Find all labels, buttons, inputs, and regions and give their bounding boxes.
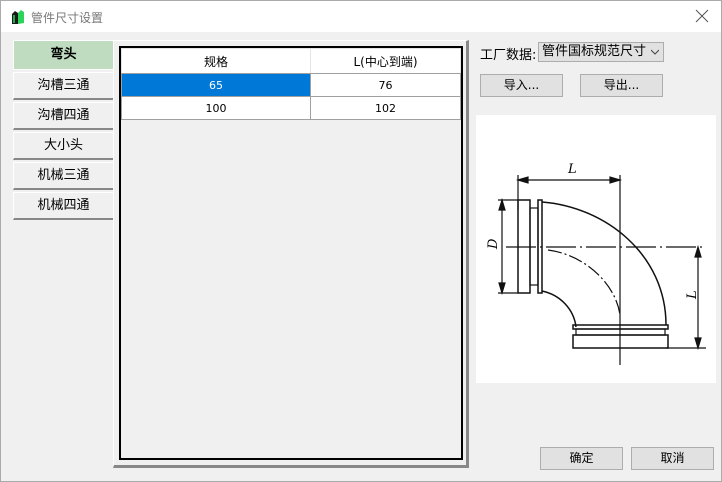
size-grid[interactable]: 规格 L(中心到端) 65 76 100 102 xyxy=(119,46,463,460)
elbow-diagram: L D L xyxy=(476,115,716,383)
factory-data-value: 管件国标规范尺寸 xyxy=(542,44,647,59)
ok-button[interactable]: 确定 xyxy=(540,447,623,470)
table-row[interactable]: 65 76 xyxy=(121,73,461,97)
tab-mechanical-cross[interactable]: 机械四通 xyxy=(13,192,113,220)
title-bar: 管件尺寸设置 xyxy=(1,1,721,32)
chevron-down-icon xyxy=(651,49,659,55)
app-icon xyxy=(12,10,24,24)
cell-length[interactable]: 76 xyxy=(310,73,461,97)
elbow-drawing: L D L xyxy=(486,162,706,365)
tab-mechanical-tee[interactable]: 机械三通 xyxy=(13,162,113,190)
tab-grooved-tee[interactable]: 沟槽三通 xyxy=(13,72,113,100)
tab-grooved-cross[interactable]: 沟槽四通 xyxy=(13,102,113,130)
export-button[interactable]: 导出... xyxy=(580,74,663,97)
dimension-l-right: L xyxy=(685,290,700,300)
table-header-row: 规格 L(中心到端) xyxy=(121,48,461,74)
window-title: 管件尺寸设置 xyxy=(31,11,104,25)
factory-data-label: 工厂数据: xyxy=(480,48,537,63)
factory-data-select[interactable]: 管件国标规范尺寸 xyxy=(538,42,664,62)
fitting-type-tabs: 弯头 沟槽三通 沟槽四通 大小头 机械三通 机械四通 xyxy=(13,40,113,222)
tab-elbow[interactable]: 弯头 xyxy=(13,40,113,70)
cancel-button[interactable]: 取消 xyxy=(631,447,714,470)
import-button[interactable]: 导入... xyxy=(480,74,563,97)
cell-spec[interactable]: 100 xyxy=(121,96,311,120)
column-header-length[interactable]: L(中心到端) xyxy=(310,48,461,74)
dimension-l-top: L xyxy=(567,162,577,177)
column-header-spec[interactable]: 规格 xyxy=(121,48,311,74)
close-icon[interactable] xyxy=(693,7,711,25)
table-row[interactable]: 100 102 xyxy=(121,96,461,120)
cell-length[interactable]: 102 xyxy=(310,96,461,120)
tab-panel xyxy=(113,40,469,468)
tab-reducer[interactable]: 大小头 xyxy=(13,132,113,160)
cell-spec[interactable]: 65 xyxy=(121,73,311,97)
dimension-d: D xyxy=(486,238,501,250)
